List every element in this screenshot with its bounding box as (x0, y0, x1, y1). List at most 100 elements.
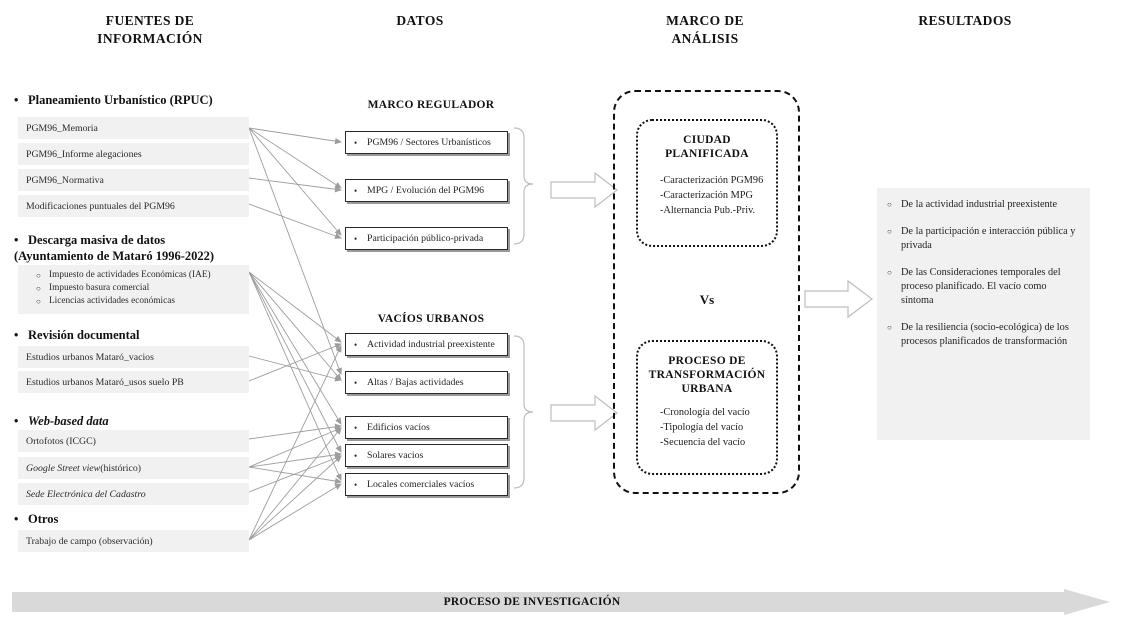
source-item-pgm96-memoria[interactable]: PGM96_Memoria (18, 117, 249, 139)
result-item: ○ De la actividad industrial preexistent… (887, 198, 1078, 212)
list-item: ○ Licencias actividades económicas (36, 295, 241, 308)
source-item-label-italic: Sede Electrónica del Cadastro (26, 488, 146, 500)
source-item-estudios-vacios[interactable]: Estudios urbanos Mataró_vacios (18, 346, 249, 368)
source-to-data-connectors (248, 127, 342, 541)
source-item-label: (histórico) (100, 462, 141, 474)
circle-bullet-icon: ○ (887, 227, 892, 236)
source-group-title-text: Otros (28, 512, 59, 526)
result-item-label: De la actividad industrial preexistente (901, 199, 1058, 210)
datos-item-label: Edificios vacíos (367, 422, 430, 433)
result-item: ○ De las Consideraciones temporales del … (887, 266, 1078, 308)
bullet-dot-icon: • (354, 450, 358, 461)
source-item-google-street-view[interactable]: Google Street view (histórico) (18, 457, 249, 479)
bullet-dot-icon: • (354, 339, 358, 350)
datos-group-title-marco-regulador: MARCO REGULADOR (367, 99, 495, 111)
source-item-pgm96-normativa[interactable]: PGM96_Normativa (18, 169, 249, 191)
list-item-label: Impuesto basura comercial (49, 283, 150, 293)
bullet-dot-icon: • (14, 328, 19, 342)
header-datos: DATOS (396, 13, 444, 28)
brace-marco-regulador (513, 127, 534, 245)
circle-bullet-icon: ○ (36, 284, 41, 293)
list-item: ○ Impuesto basura comercial (36, 282, 241, 295)
datos-item-label: Solares vacios (367, 450, 424, 461)
framework-box-ciudad-planificada[interactable]: CIUDAD PLANIFICADA -Caracterización PGM9… (636, 119, 778, 247)
datos-item-actividad-industrial[interactable]: • Actividad industrial preexistente (345, 333, 508, 356)
source-group-title-revision: • Revisión documental (14, 327, 264, 343)
source-item-modificaciones-puntuales[interactable]: Modificaciones puntuales del PGM96 (18, 195, 249, 217)
bullet-dot-icon: • (14, 512, 19, 526)
result-item-label: De las Consideraciones temporales del pr… (901, 267, 1061, 306)
source-item-label-italic: Google Street view (26, 462, 101, 474)
datos-item-solares-vacios[interactable]: • Solares vacios (345, 444, 508, 467)
datos-item-altas-bajas[interactable]: • Altas / Bajas actividades (345, 371, 508, 394)
bullet-dot-icon: • (354, 377, 358, 388)
source-item-estudios-usos-suelo[interactable]: Estudios urbanos Mataró_usos suelo PB (18, 371, 249, 393)
framework-box-title: CIUDAD PLANIFICADA (665, 134, 749, 160)
result-item: ○ De la participación e interacción públ… (887, 225, 1078, 253)
source-item-label: Estudios urbanos Mataró_vacios (26, 351, 154, 363)
source-item-label: Modificaciones puntuales del PGM96 (26, 200, 175, 212)
source-item-label: PGM96_Memoria (26, 122, 98, 134)
datos-item-mpg-evolucion[interactable]: • MPG / Evolución del PGM96 (345, 179, 508, 202)
datos-item-label: MPG / Evolución del PGM96 (367, 185, 485, 196)
bullet-dot-icon: • (14, 233, 19, 247)
datos-item-locales-comerciales-vacios[interactable]: • Locales comerciales vacíos (345, 473, 508, 496)
datos-item-participacion-publico-privada[interactable]: • Participación público-privada (345, 227, 508, 250)
framework-box-lines: -Cronología del vacío -Tipología del vac… (660, 407, 750, 448)
bullet-dot-icon: • (354, 479, 358, 490)
source-group-title-descarga: • Descarga masiva de datos (Ayuntamiento … (14, 232, 266, 265)
circle-bullet-icon: ○ (887, 323, 892, 332)
result-item-label: De la participación e interacción públic… (901, 226, 1076, 251)
result-item: ○ De la resiliencia (socio-ecológica) de… (887, 321, 1078, 349)
datos-item-label: Actividad industrial preexistente (367, 339, 495, 350)
source-group-title-text-l1: Descarga masiva de datos (28, 233, 166, 247)
source-group-title-otros: • Otros (14, 511, 264, 527)
source-item-ortofotos[interactable]: Ortofotos (ICGC) (18, 430, 249, 452)
framework-vs-label: Vs (699, 292, 715, 307)
framework-box-lines: -Caracterización PGM96 -Caracterización … (660, 175, 764, 216)
source-item-sede-electronica[interactable]: Sede Electrónica del Cadastro (18, 483, 249, 505)
circle-bullet-icon: ○ (36, 297, 41, 306)
source-item-label: PGM96_Informe alegaciones (26, 148, 142, 160)
result-item-label: De la resiliencia (socio-ecológica) de l… (901, 322, 1069, 347)
circle-bullet-icon: ○ (887, 200, 892, 209)
header-fuentes-line2: INFORMACIÓN (97, 31, 203, 47)
header-resultados: RESULTADOS (918, 13, 1012, 28)
source-group-title-text-l2: (Ayuntamiento de Mataró 1996-2022) (14, 249, 215, 264)
source-group-title-text: Planeamiento Urbanístico (RPUC) (28, 93, 213, 107)
process-banner-label: PROCESO DE INVESTIGACIÓN (443, 596, 621, 608)
source-item-pgm96-informe-alegaciones[interactable]: PGM96_Informe alegaciones (18, 143, 249, 165)
bullet-dot-icon: • (14, 414, 19, 428)
datos-group-title-vacios-urbanos: VACÍOS URBANOS (377, 313, 485, 325)
source-item-label: Trabajo de campo (observación) (26, 535, 153, 547)
header-fuentes-line1: FUENTES DE (105, 13, 195, 28)
bullet-dot-icon: • (354, 233, 358, 244)
framework-box-proceso-transformacion[interactable]: PROCESO DE TRANSFORMACIÓN URBANA -Cronol… (636, 340, 778, 475)
circle-bullet-icon: ○ (36, 271, 41, 280)
datos-item-pgm96-sectores[interactable]: • PGM96 / Sectores Urbanísticos (345, 131, 508, 154)
source-group-title-text: Web-based data (28, 414, 109, 428)
datos-item-label: PGM96 / Sectores Urbanísticos (367, 137, 491, 148)
bullet-dot-icon: • (354, 185, 358, 196)
datos-item-label: Altas / Bajas actividades (367, 377, 464, 388)
source-group-title-webbased: • Web-based data (14, 413, 264, 429)
header-marco-line1: MARCO DE (666, 13, 744, 28)
source-item-label: Estudios urbanos Mataró_usos suelo PB (26, 376, 184, 388)
source-item-trabajo-de-campo[interactable]: Trabajo de campo (observación) (18, 530, 249, 552)
framework-box-title: PROCESO DE TRANSFORMACIÓN URBANA (648, 355, 766, 395)
header-marco: MARCO DE ANÁLISIS (600, 12, 810, 48)
results-panel[interactable]: ○ De la actividad industrial preexistent… (877, 188, 1090, 440)
process-banner: PROCESO DE INVESTIGACIÓN (12, 589, 1110, 615)
arrow-datos-to-ciudad (550, 171, 618, 209)
bullet-dot-icon: • (354, 422, 358, 433)
bullet-dot-icon: • (14, 93, 19, 107)
source-item-descarga-list[interactable]: ○ Impuesto de actividades Económicas (IA… (18, 265, 249, 314)
source-group-title-text: Revisión documental (28, 328, 140, 342)
process-banner-arrow-shape (12, 589, 1110, 615)
circle-bullet-icon: ○ (887, 268, 892, 277)
source-item-label: PGM96_Normativa (26, 174, 104, 186)
datos-item-label: Participación público-privada (367, 233, 484, 244)
datos-item-edificios-vacios[interactable]: • Edificios vacíos (345, 416, 508, 439)
